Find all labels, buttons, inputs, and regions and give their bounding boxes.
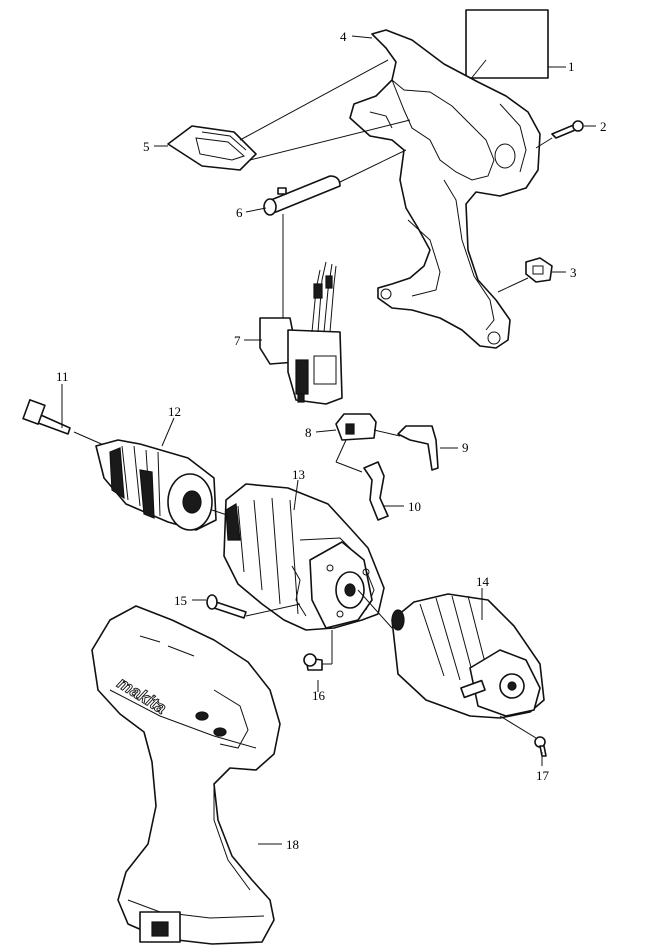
part-13-gearbox xyxy=(223,479,393,631)
callout-8: 8 xyxy=(305,425,312,440)
callout-14: 14 xyxy=(476,574,490,589)
callout-11: 11 xyxy=(56,369,69,384)
callout-10: 10 xyxy=(408,499,421,514)
callout-15: 15 xyxy=(174,593,187,608)
part-8-holder xyxy=(315,413,401,473)
part-12-chuck xyxy=(95,417,237,531)
callout-12: 12 xyxy=(168,404,181,419)
callout-7: 7 xyxy=(234,333,241,348)
part-10-terminal xyxy=(363,461,404,521)
part-4-housing-half xyxy=(349,29,541,349)
part-15-screw xyxy=(192,594,301,619)
callout-13: 13 xyxy=(292,467,305,482)
part-11-screw xyxy=(22,384,107,447)
callout-labels: 1 2 3 4 5 6 7 8 9 10 11 12 13 14 15 16 1… xyxy=(56,29,607,852)
part-7-switch xyxy=(244,261,343,405)
callout-17: 17 xyxy=(536,768,550,783)
part-1-label-plate xyxy=(465,9,566,81)
part-16-screw xyxy=(303,630,333,692)
part-3-clip xyxy=(497,257,566,293)
callout-1: 1 xyxy=(568,59,575,74)
callout-6: 6 xyxy=(236,205,243,220)
callout-4: 4 xyxy=(340,29,347,44)
callout-3: 3 xyxy=(570,265,577,280)
part-18-housing: makita xyxy=(91,605,282,945)
part-2-screw xyxy=(535,120,596,149)
callout-5: 5 xyxy=(143,139,150,154)
part-6-rod xyxy=(245,149,407,320)
callout-2: 2 xyxy=(600,119,607,134)
part-9-terminal xyxy=(397,425,458,471)
part-14-motor xyxy=(391,588,545,739)
callout-9: 9 xyxy=(462,440,469,455)
callout-16: 16 xyxy=(312,688,326,703)
part-17-screw xyxy=(534,736,547,766)
part-5-pad xyxy=(154,59,411,171)
callout-18: 18 xyxy=(286,837,299,852)
